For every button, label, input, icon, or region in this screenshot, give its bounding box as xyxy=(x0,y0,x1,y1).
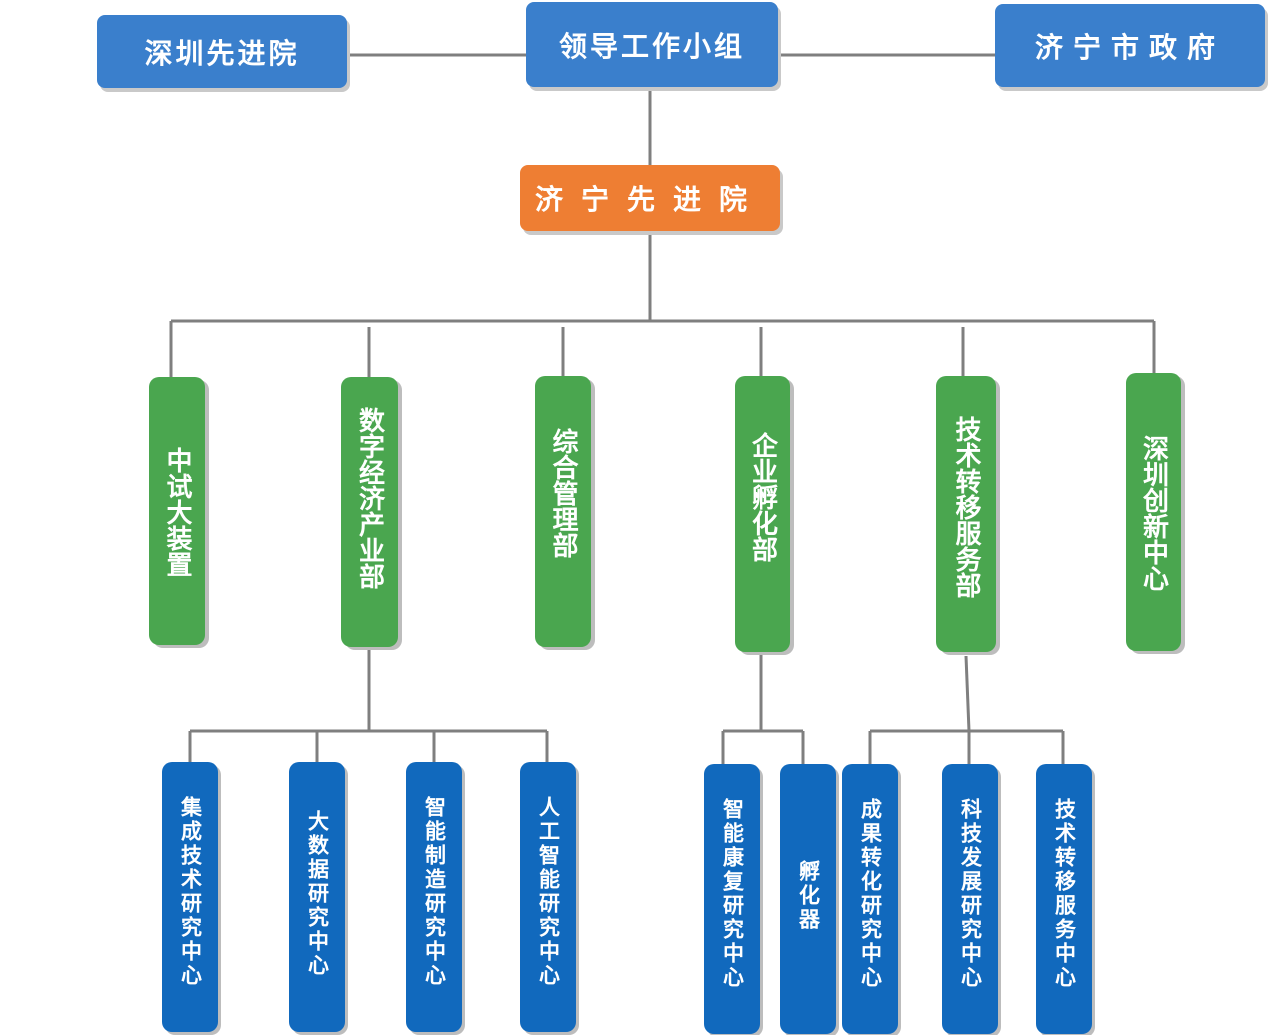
dept-label: 深圳创新中心 xyxy=(1138,435,1169,591)
center-label: 科技发展研究中心 xyxy=(958,798,983,990)
center-label: 技术转移服务中心 xyxy=(1052,798,1077,990)
dept-digital-economy: 数字经济产业部 xyxy=(341,377,398,647)
dept-label: 数字经济产业部 xyxy=(354,407,385,589)
box-jining-government: 济宁市政府 xyxy=(995,4,1265,87)
dept-pilot-facility: 中试大装置 xyxy=(149,377,205,645)
box-shenzhen-institute: 深圳先进院 xyxy=(97,15,347,88)
dept-label: 技术转移服务部 xyxy=(951,416,981,598)
box-label: 济宁市政府 xyxy=(1034,30,1225,64)
center-label: 成果转化研究中心 xyxy=(858,798,883,990)
box-label: 深圳先进院 xyxy=(144,36,300,70)
center-label: 孵化器 xyxy=(796,860,821,932)
dept-label: 综合管理部 xyxy=(548,428,578,558)
center-intelligent-rehabilitation: 智能康复研究中心 xyxy=(704,764,760,1034)
box-jining-institute: 济宁先进院 xyxy=(520,165,780,231)
center-label: 集成技术研究中心 xyxy=(178,796,203,988)
center-label: 大数据研究中心 xyxy=(305,810,330,978)
box-label: 济宁先进院 xyxy=(534,183,765,216)
center-big-data: 大数据研究中心 xyxy=(289,762,345,1032)
dept-shenzhen-innovation: 深圳创新中心 xyxy=(1126,373,1181,651)
dept-general-management: 综合管理部 xyxy=(535,376,591,647)
center-integration-tech: 集成技术研究中心 xyxy=(162,762,218,1032)
box-leading-group: 领导工作小组 xyxy=(526,2,778,87)
center-artificial-intelligence: 人工智能研究中心 xyxy=(520,762,576,1032)
dept-tech-transfer: 技术转移服务部 xyxy=(936,376,996,652)
dept-label: 企业孵化部 xyxy=(747,432,778,562)
box-label: 领导工作小组 xyxy=(558,29,745,63)
center-tech-transfer-service: 技术转移服务中心 xyxy=(1036,764,1092,1034)
dept-incubation: 企业孵化部 xyxy=(735,376,790,652)
center-achievement-transformation: 成果转化研究中心 xyxy=(842,764,898,1034)
center-intelligent-manufacturing: 智能制造研究中心 xyxy=(406,762,462,1032)
center-label: 智能康复研究中心 xyxy=(720,798,745,990)
center-sci-tech-development: 科技发展研究中心 xyxy=(942,764,998,1034)
center-label: 智能制造研究中心 xyxy=(422,796,447,988)
center-incubator: 孵化器 xyxy=(780,764,836,1034)
center-label: 人工智能研究中心 xyxy=(536,796,561,988)
dept-label: 中试大装置 xyxy=(162,447,192,577)
